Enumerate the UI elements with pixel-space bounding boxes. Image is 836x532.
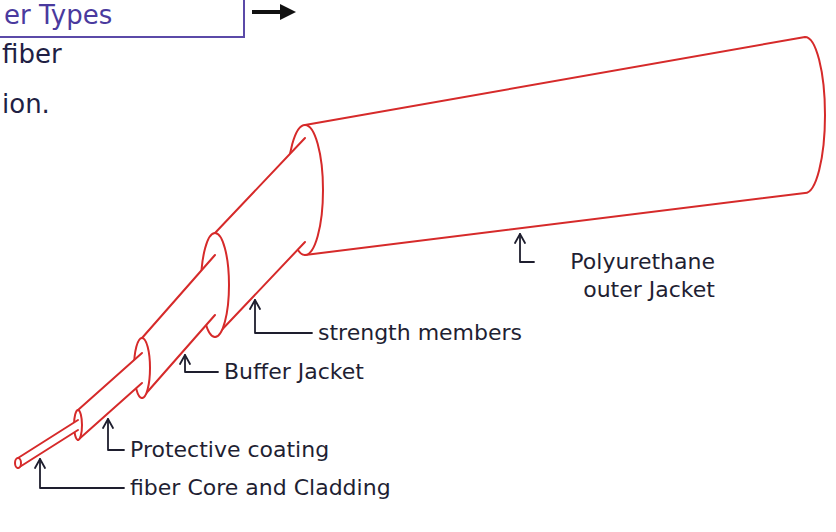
coating-layer-body	[78, 353, 142, 440]
leader-line	[40, 459, 124, 488]
leader-arrowhead	[103, 419, 113, 428]
outer-jacket-body	[305, 37, 825, 255]
buffer-layer-fill	[142, 255, 215, 398]
partial-text: ion.	[2, 88, 50, 121]
coating-layer-fill	[78, 353, 142, 440]
fiber-core-fill	[18, 420, 78, 468]
leader-arrowhead	[250, 300, 260, 309]
buffer-layer-body	[142, 255, 215, 398]
part-label: Buffer Jacket	[224, 358, 364, 386]
leader-arrowhead	[180, 355, 190, 364]
leader-arrowhead	[35, 459, 45, 468]
part-label: fiber Core and Cladding	[130, 474, 391, 502]
leader-arrowhead	[515, 234, 525, 243]
part-label: strength members	[318, 319, 522, 347]
part-label: Polyurethane outer Jacket	[540, 248, 715, 303]
heading-box: er Types	[0, 0, 245, 38]
heading-arrowhead	[280, 4, 296, 20]
fiber-core-face	[15, 458, 21, 468]
leader-line	[255, 300, 312, 333]
part-label: Protective coating	[130, 436, 329, 464]
heading-arrow	[252, 10, 282, 14]
partial-text: fiber	[2, 38, 62, 71]
fiber-core-body	[18, 420, 78, 468]
heading-text: er Types	[4, 0, 229, 30]
